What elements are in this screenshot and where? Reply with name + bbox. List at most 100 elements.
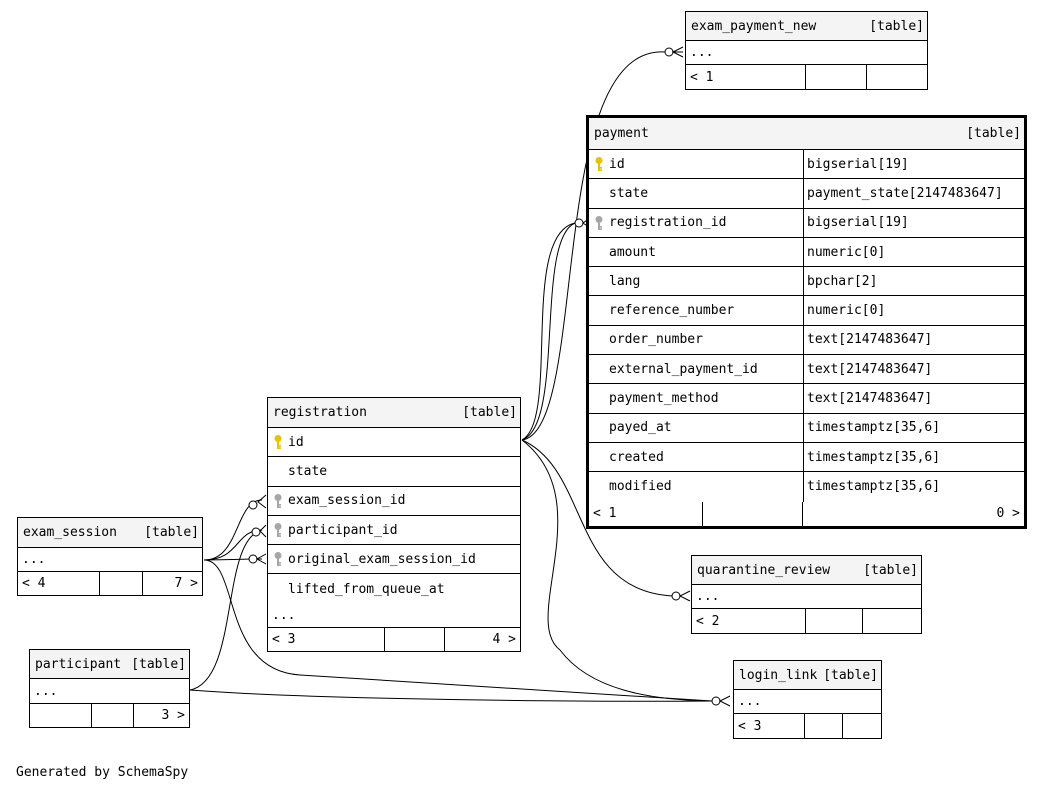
table-ellipsis: ... xyxy=(268,604,520,628)
table-participant[interactable]: participant [table] ... 3 > xyxy=(29,649,190,728)
key-slot xyxy=(589,384,609,412)
key-slot xyxy=(589,443,609,471)
footer-parents xyxy=(30,704,92,727)
table-footer: < 3 4 > xyxy=(268,627,520,651)
column-name: lang xyxy=(609,273,641,289)
edge-registration-payment xyxy=(521,222,576,441)
footer-children: 4 > xyxy=(492,631,516,647)
column-type: timestamptz[35,6] xyxy=(807,420,941,436)
footer-parents: < 4 xyxy=(18,572,100,595)
column-type: bigserial[19] xyxy=(807,156,909,172)
column-row: id bigserial[19] xyxy=(589,150,1024,180)
column-type: text[2147483647] xyxy=(807,361,933,377)
table-tag: [table] xyxy=(823,667,878,683)
table-footer: < 1 0 > xyxy=(589,501,1024,526)
column-type: timestamptz[35,6] xyxy=(807,449,941,465)
column-name-cell: registration_id xyxy=(589,208,804,237)
table-header: exam_payment_new [table] xyxy=(686,12,927,41)
generated-by-label: Generated by SchemaSpy xyxy=(16,765,189,780)
footer-middle xyxy=(385,627,445,651)
footer-children xyxy=(863,609,921,633)
table-header: payment [table] xyxy=(589,118,1024,150)
edge-participant-registration xyxy=(189,529,263,691)
column-name: id xyxy=(288,434,304,450)
footer-middle xyxy=(806,609,863,633)
table-login-link[interactable]: login_link [table] ... < 3 xyxy=(733,660,882,739)
table-name: exam_session xyxy=(23,525,117,540)
table-tag: [table] xyxy=(144,525,199,540)
table-name: login_link xyxy=(739,667,818,683)
column-name-cell: amount xyxy=(589,237,804,267)
column-type: bpchar[2] xyxy=(807,273,878,289)
column-row: payment_method text[2147483647] xyxy=(589,384,1024,414)
column-row: order_number text[2147483647] xyxy=(589,325,1024,356)
column-name: order_number xyxy=(609,332,703,348)
footer-middle xyxy=(100,572,143,595)
table-footer: < 4 7 > xyxy=(18,572,202,595)
table-ellipsis: ... xyxy=(692,585,921,609)
column-name: payment_method xyxy=(609,391,719,407)
column-row: lifted_from_queue_at xyxy=(268,574,520,603)
column-name-cell: original_exam_session_id xyxy=(268,545,476,573)
table-name: quarantine_review xyxy=(697,562,831,578)
edge-registration-exam-payment-new xyxy=(521,51,666,441)
table-exam-session[interactable]: exam_session [table] ... < 4 7 > xyxy=(17,517,203,596)
column-name: reference_number xyxy=(609,303,735,319)
footer-children: 3 > xyxy=(161,708,185,723)
column-name-cell: state xyxy=(268,457,327,485)
column-name: registration_id xyxy=(609,215,727,231)
column-type: timestamptz[35,6] xyxy=(807,479,941,495)
foreign-key-icon xyxy=(268,516,288,544)
column-row: state xyxy=(268,457,520,487)
column-row: payed_at timestamptz[35,6] xyxy=(589,413,1024,443)
column-name-cell: lifted_from_queue_at xyxy=(268,574,445,603)
footer-parents: < 3 xyxy=(268,627,385,651)
footer-middle xyxy=(805,714,843,738)
table-footer: < 3 xyxy=(734,714,881,738)
table-quarantine-review[interactable]: quarantine_review [table] ... < 2 xyxy=(691,555,922,634)
footer-children xyxy=(843,714,881,738)
column-type: bigserial[19] xyxy=(807,215,909,231)
table-ellipsis: ... xyxy=(686,41,927,65)
table-header: login_link [table] xyxy=(734,661,881,690)
footer-parents: < 1 xyxy=(589,501,703,526)
column-row: id xyxy=(268,428,520,458)
column-name: amount xyxy=(609,244,656,260)
column-name: external_payment_id xyxy=(609,361,758,377)
column-name: participant_id xyxy=(288,522,398,538)
column-name: payed_at xyxy=(609,420,672,436)
column-name-cell: state xyxy=(589,179,804,208)
column-name-cell: order_number xyxy=(589,325,804,355)
key-slot xyxy=(589,326,609,354)
table-tag: [table] xyxy=(131,656,186,672)
footer-middle xyxy=(92,704,134,727)
column-type: text[2147483647] xyxy=(807,332,933,348)
column-name-cell: exam_session_id xyxy=(268,487,405,515)
column-type: numeric[0] xyxy=(807,244,886,260)
edge-registration-login-link xyxy=(521,439,713,702)
column-row: participant_id xyxy=(268,516,520,546)
primary-key-icon xyxy=(268,428,288,456)
footer-middle xyxy=(806,65,867,89)
table-name: participant xyxy=(35,656,122,672)
primary-key-icon xyxy=(589,150,609,178)
key-slot xyxy=(589,238,609,266)
table-name: exam_payment_new xyxy=(691,18,817,34)
column-name-cell: lang xyxy=(589,267,804,296)
table-exam-payment-new[interactable]: exam_payment_new [table] ... < 1 xyxy=(685,11,928,90)
table-name: payment xyxy=(594,126,649,141)
column-name: id xyxy=(609,156,625,172)
column-type: text[2147483647] xyxy=(807,391,933,407)
footer-children: 7 > xyxy=(174,576,198,591)
column-name-cell: external_payment_id xyxy=(589,355,804,384)
footer-parents: < 2 xyxy=(692,609,806,633)
key-slot xyxy=(589,472,609,501)
table-header: exam_session [table] xyxy=(18,518,202,548)
column-name: state xyxy=(609,185,649,201)
